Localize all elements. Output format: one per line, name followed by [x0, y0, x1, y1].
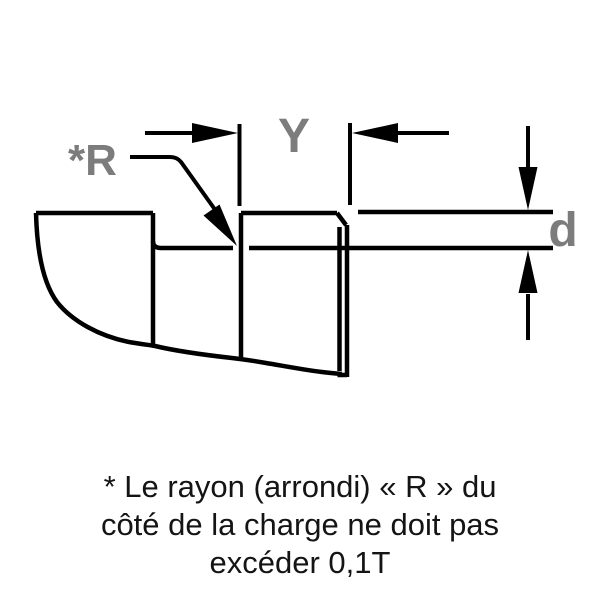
- radius-callout: *R: [68, 136, 237, 246]
- corner-chamfer-edge: [335, 211, 348, 227]
- y-dimension-label: Y: [278, 110, 310, 163]
- radius-leader-arrowhead-icon: [203, 204, 237, 246]
- d-arrow-upper-head-icon: [518, 167, 538, 210]
- figure-caption: * Le rayon (arrondi) « R » du côté de la…: [0, 468, 600, 582]
- y-arrow-left-head-icon: [192, 123, 238, 143]
- dimension-d: d: [518, 126, 578, 340]
- radius-leader-line: [130, 155, 218, 213]
- dimension-y: Y: [145, 110, 449, 206]
- radius-label: *R: [68, 136, 117, 185]
- d-arrow-lower-head-icon: [518, 250, 538, 293]
- y-arrow-right-head-icon: [352, 123, 398, 143]
- technical-drawing: Y d *R: [33, 110, 578, 378]
- d-dimension-label: d: [548, 204, 577, 257]
- part-outline: [33, 209, 553, 378]
- caption-line-2: côté de la charge ne doit pas: [100, 507, 500, 542]
- left-curved-edge-and-break-line: [33, 212, 343, 377]
- caption-line-1: * Le rayon (arrondi) « R » du: [103, 469, 497, 504]
- recessed-surface-line: [150, 240, 233, 251]
- caption-line-3: excéder 0,1T: [209, 545, 391, 580]
